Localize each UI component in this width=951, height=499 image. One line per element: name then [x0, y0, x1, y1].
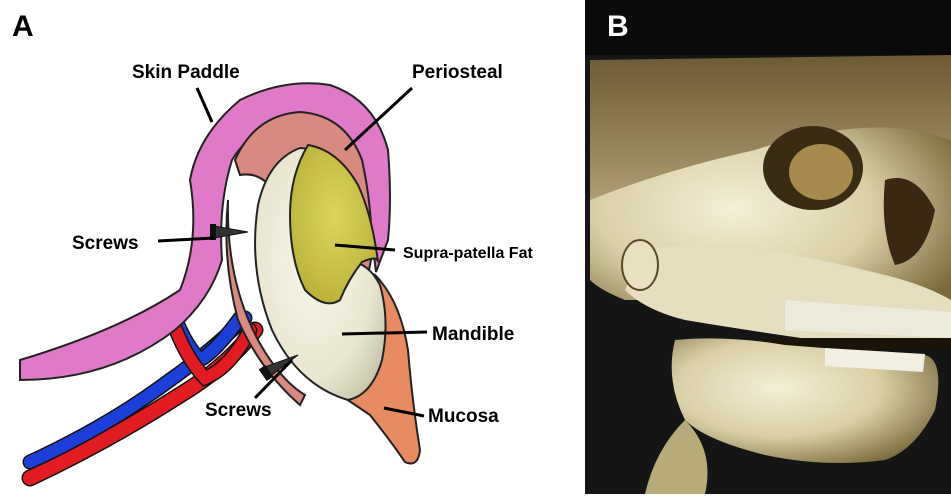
label-mucosa: Mucosa — [428, 406, 499, 427]
label-mandible: Mandible — [432, 324, 514, 345]
panel-b-ct-image: B — [585, 0, 951, 494]
label-screws-upper: Screws — [72, 233, 139, 254]
label-screws-lower: Screws — [205, 400, 272, 421]
panel-a-diagram: A Skin Paddle Periosteal Screws Supra-pa… — [0, 0, 585, 494]
panel-b-letter: B — [607, 10, 629, 43]
panel-a-letter: A — [12, 10, 34, 43]
ct-reconstruction-image: B — [585, 0, 951, 494]
label-periosteal: Periosteal — [412, 62, 503, 83]
label-supra-patella-fat: Supra-patella Fat — [403, 245, 533, 262]
flap-schematic: A Skin Paddle Periosteal Screws Supra-pa… — [0, 0, 585, 494]
label-skin-paddle: Skin Paddle — [132, 62, 240, 83]
